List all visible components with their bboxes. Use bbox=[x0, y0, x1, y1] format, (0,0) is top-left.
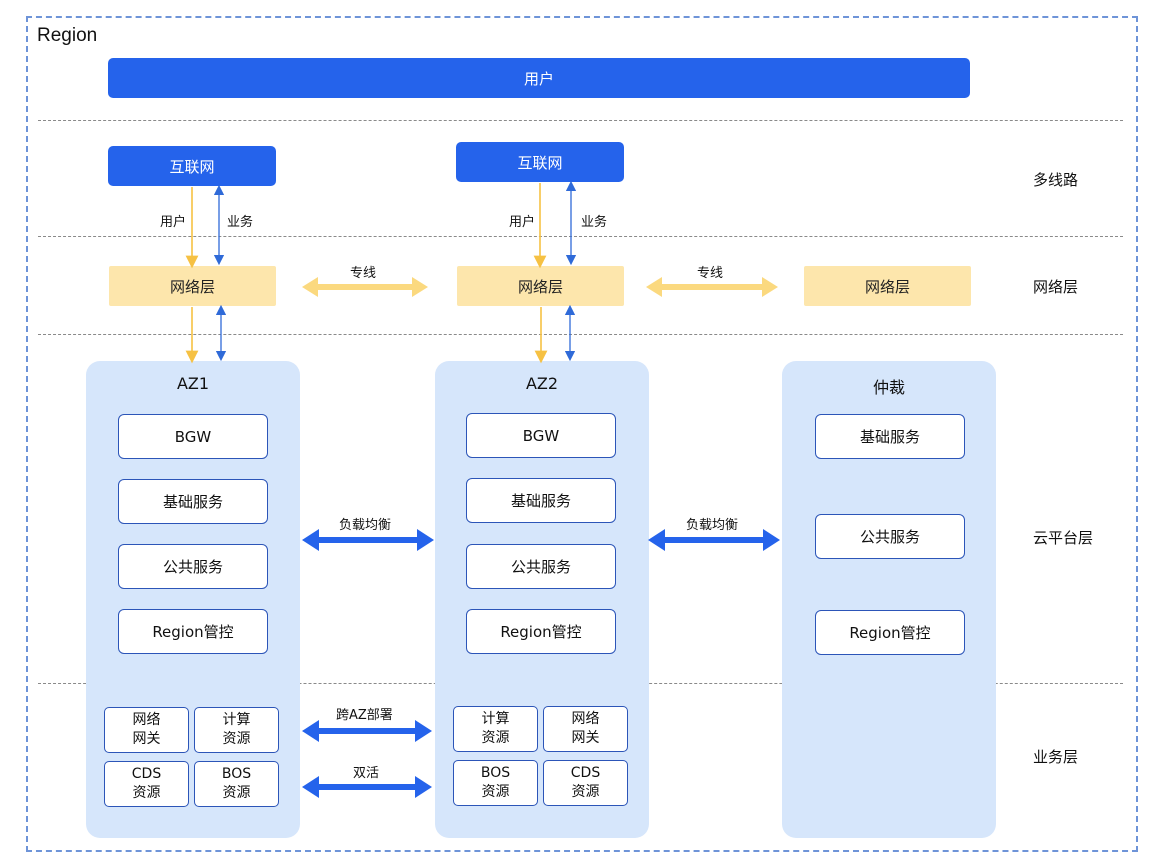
region-label: Region bbox=[37, 25, 98, 46]
load-balance-arrow-1 bbox=[302, 529, 434, 551]
layer-divider bbox=[38, 120, 1123, 121]
az1-service-bgw: BGW bbox=[118, 414, 268, 459]
az1-service-public: 公共服务 bbox=[118, 544, 268, 589]
dedicated-line-label: 专线 bbox=[350, 266, 377, 281]
arbitration-service-basic: 基础服务 bbox=[815, 414, 965, 459]
az1-title: AZ1 bbox=[176, 374, 210, 393]
arbitration-service-public: 公共服务 bbox=[815, 514, 965, 559]
user-flow-label: 用户 bbox=[509, 215, 536, 230]
az2-title: AZ2 bbox=[525, 374, 559, 393]
active-active-label: 双活 bbox=[353, 766, 380, 781]
network-box-2: 网络层 bbox=[457, 266, 624, 306]
az1-service-basic: 基础服务 bbox=[118, 479, 268, 524]
az2-resource-network-gateway: 网络网关 bbox=[543, 706, 628, 752]
load-balance-arrow-2 bbox=[648, 529, 780, 551]
az2-service-region-control: Region管控 bbox=[466, 609, 616, 654]
business-flow-label: 业务 bbox=[581, 215, 608, 230]
dedicated-line-arrow-2 bbox=[646, 277, 778, 297]
az1-service-region-control: Region管控 bbox=[118, 609, 268, 654]
layer-divider bbox=[38, 236, 1123, 237]
dedicated-line-arrow-1 bbox=[302, 277, 428, 297]
user-flow-label: 用户 bbox=[160, 215, 187, 230]
az2-resource-compute: 计算资源 bbox=[453, 706, 538, 752]
network-box-3: 网络层 bbox=[804, 266, 971, 306]
cross-az-arrow bbox=[302, 720, 432, 742]
user-bar: 用户 bbox=[108, 58, 970, 98]
arbitration-service-region-control: Region管控 bbox=[815, 610, 965, 655]
arbitration-title: 仲裁 bbox=[872, 378, 905, 397]
business-flow-label: 业务 bbox=[227, 215, 254, 230]
layer-label-multiline: 多线路 bbox=[1033, 171, 1079, 189]
network-box-1: 网络层 bbox=[109, 266, 276, 306]
region-frame bbox=[26, 16, 1138, 852]
layer-label-cloud-platform: 云平台层 bbox=[1033, 529, 1094, 547]
az1-resource-compute: 计算资源 bbox=[194, 707, 279, 753]
az2-service-public: 公共服务 bbox=[466, 544, 616, 589]
internet-box-1: 互联网 bbox=[108, 146, 276, 186]
az2-service-basic: 基础服务 bbox=[466, 478, 616, 523]
layer-divider bbox=[38, 334, 1123, 335]
load-balance-label: 负载均衡 bbox=[686, 518, 739, 533]
active-active-arrow bbox=[302, 776, 432, 798]
az2-service-bgw: BGW bbox=[466, 413, 616, 458]
cross-az-label: 跨AZ部署 bbox=[336, 708, 393, 723]
az1-resource-network-gateway: 网络网关 bbox=[104, 707, 189, 753]
load-balance-label: 负载均衡 bbox=[339, 518, 392, 533]
internet-box-2: 互联网 bbox=[456, 142, 624, 182]
layer-label-business: 业务层 bbox=[1033, 748, 1079, 766]
dedicated-line-label: 专线 bbox=[697, 266, 724, 281]
layer-label-network: 网络层 bbox=[1033, 278, 1079, 296]
